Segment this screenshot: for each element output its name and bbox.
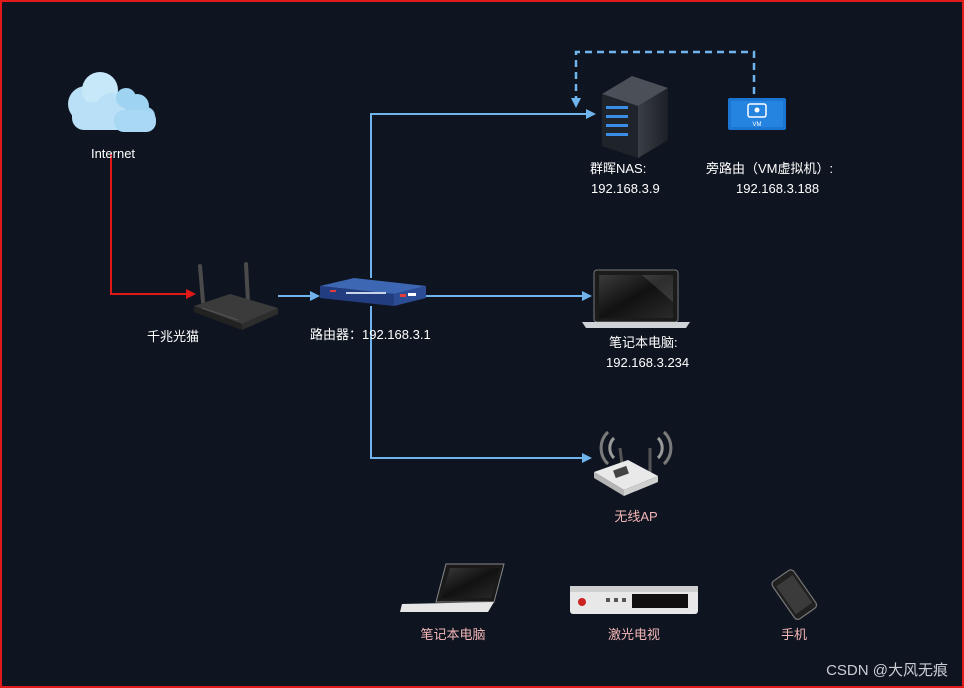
watermark: CSDN @大风无痕 <box>826 662 948 679</box>
cloud-icon <box>68 72 156 132</box>
laptop-icon <box>582 269 690 328</box>
client-laptop-icon <box>400 563 505 612</box>
vm-name-label: 旁路由（VM虚拟机）: <box>706 161 834 176</box>
server-icon <box>602 76 668 158</box>
vm-monitor-icon: VM <box>728 98 786 130</box>
tv-box-icon <box>570 586 698 614</box>
internet-label: Internet <box>90 146 136 161</box>
vm-nas-dashed-link <box>571 50 756 108</box>
client-phone-label: 手机 <box>780 627 808 642</box>
modem-label: 千兆光猫 <box>146 329 200 344</box>
router-icon <box>320 278 426 306</box>
wifi-ap-icon <box>594 430 673 496</box>
client-tv-label: 激光电视 <box>607 627 661 642</box>
ap-label: 无线AP <box>614 509 658 524</box>
vm-ip-label: 192.168.3.188 <box>736 181 820 196</box>
modem-icon <box>194 262 278 330</box>
router-ap-link <box>370 306 592 463</box>
laptop-name-label: 笔记本电脑: <box>609 335 678 350</box>
nas-ip-label: 192.168.3.9 <box>591 181 660 196</box>
phone-icon <box>771 569 818 620</box>
nas-name-label: 群晖NAS: <box>590 161 647 176</box>
router-label: 路由器：192.168.3.1 <box>310 327 431 342</box>
vm-badge-text: VM <box>753 122 762 128</box>
client-laptop-label: 笔记本电脑 <box>420 627 486 642</box>
laptop-ip-label: 192.168.3.234 <box>606 355 690 370</box>
internet-link <box>110 154 196 299</box>
router-nas-link <box>370 109 596 278</box>
